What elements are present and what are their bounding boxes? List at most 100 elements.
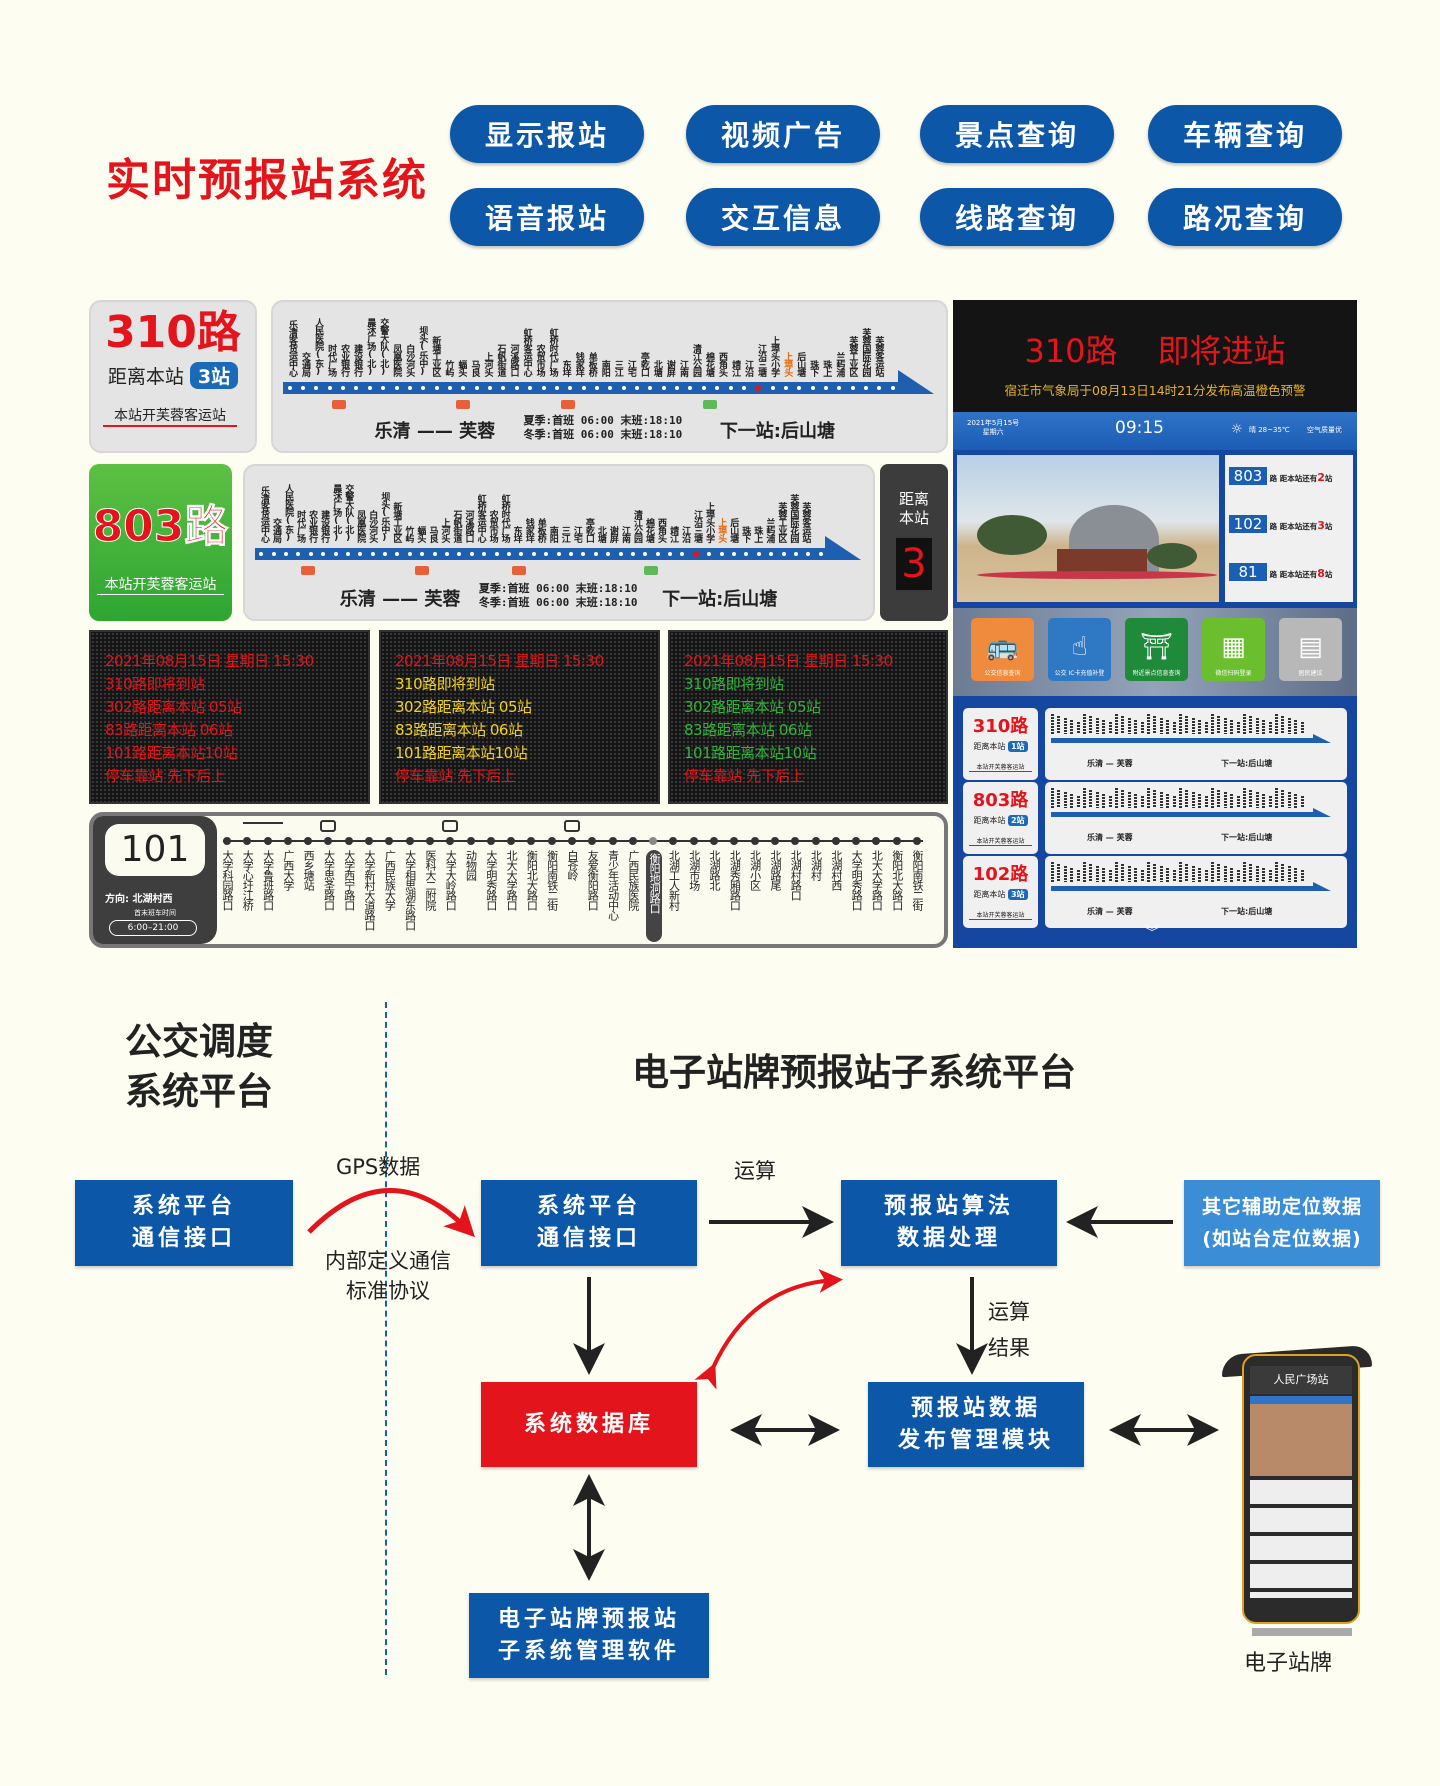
status-bar: 2021年5月15号星期六 09:15 ☼ 晴 28~35℃ 空气质量优	[953, 412, 1357, 450]
station-name: 三江	[559, 525, 570, 542]
station-name: 新塘工业区	[430, 336, 441, 377]
station-name: 上埠头	[782, 352, 793, 377]
station-dot	[890, 386, 895, 391]
station-dot	[680, 552, 685, 557]
route-badge: 102	[1229, 515, 1267, 533]
scenic-photo	[957, 455, 1219, 602]
kiosk-station-name: 人民广场站	[1250, 1366, 1352, 1394]
station-name: 芙蓉国际花园	[860, 328, 871, 377]
feedback-arrow	[694, 1268, 843, 1390]
station-dot	[223, 837, 231, 845]
station-name: 人民医院(东)	[283, 483, 294, 542]
air-quality: 空气质量优	[1307, 426, 1342, 434]
date: 2021年5月15号	[967, 419, 1020, 427]
station-name: 广西民族大学	[383, 850, 397, 910]
nav-traffic-query-button[interactable]: 路况查询	[1148, 188, 1342, 246]
kiosk-label: 电子站牌	[1244, 1651, 1333, 1676]
scroll-down-icon[interactable]: ︾	[1145, 925, 1159, 941]
station-name: 北湖路尾	[768, 850, 782, 890]
station-name: 江沿	[743, 360, 754, 377]
station-dot	[806, 552, 811, 557]
nav-interactive-info-button[interactable]: 交互信息	[686, 188, 880, 246]
station-name: 大学新村大道路口	[363, 850, 377, 930]
tile-label: 公交信息查询	[984, 670, 1021, 677]
title-line: 公交调度	[125, 1020, 273, 1063]
station-dot	[544, 552, 549, 557]
station-name: 江宅	[625, 360, 636, 377]
page-title: 实时预报站系统	[106, 155, 428, 206]
bus-position-icon	[300, 566, 315, 576]
station-name: 芙蓉工业区	[776, 501, 787, 542]
station-dot	[469, 552, 474, 557]
station-dot	[621, 386, 626, 391]
distance-title: 距离本站	[898, 490, 929, 527]
compute-label: 运算	[734, 1159, 776, 1183]
arrival-row: 81 路 距本站还有8站	[1229, 563, 1332, 581]
bus-position-icon	[560, 400, 575, 410]
station-name: 建设银行	[319, 509, 330, 542]
station-name: 时代广场	[326, 344, 337, 377]
nav-vehicle-query-button[interactable]: 车辆查询	[1148, 105, 1342, 163]
station-name: 北湖路北	[708, 850, 722, 890]
station-name: 马良	[469, 360, 480, 377]
station-name: 马良	[427, 525, 438, 542]
service-tile-2[interactable]: ⛩附近景点信息查询	[1125, 618, 1188, 681]
station-dot	[568, 552, 573, 557]
station-dot	[507, 837, 516, 845]
station-dot	[507, 552, 511, 557]
result-label: 运算结果	[988, 1300, 1030, 1360]
station-name: 北湖工人新村	[667, 850, 681, 910]
station-dot	[283, 837, 292, 845]
service-tile-1[interactable]: ☝公交 IC卡充值补登	[1048, 618, 1111, 681]
nav-display-announce-button[interactable]: 显示报站	[450, 105, 644, 163]
service-tile-3[interactable]: ▦微信扫码登录	[1202, 618, 1265, 681]
station-dot	[474, 386, 479, 391]
led-line: 2021年08月15日 星期日 15:30	[684, 652, 893, 670]
station-name: 北湖秀厢路口	[728, 850, 742, 910]
station-name: 江沿三塘	[756, 344, 767, 377]
nav-scenic-query-button[interactable]: 景点查询	[920, 105, 1114, 163]
station-dot	[283, 552, 288, 557]
nav-route-query-button[interactable]: 线路查询	[920, 188, 1114, 246]
station-list: 乐清客货运中心交通局人民医院(东)时代广场农业银行建设银行晨沐广场(北)交警大队…	[287, 312, 884, 376]
tile-label: 微信扫码登录	[1215, 670, 1252, 677]
service-tile-4[interactable]: ▤居民建议	[1279, 618, 1342, 681]
temple-icon: ⛩	[1139, 632, 1173, 662]
station-dot	[793, 552, 798, 557]
nav-video-ad-button[interactable]: 视频广告	[686, 105, 880, 163]
station-name: 广西民族医院	[626, 850, 640, 910]
station-dot	[750, 837, 759, 845]
station-dot	[421, 386, 426, 391]
arrival-row: 102 路 距本站还有3站	[1229, 515, 1332, 533]
station-name: 单板桥	[586, 352, 597, 377]
station-dot	[556, 552, 561, 557]
service-tile-0[interactable]: 🚌公交信息查询	[971, 618, 1034, 681]
station-dot	[344, 837, 353, 845]
bus-position-icon	[455, 400, 470, 410]
station-name: 棉花塘	[644, 517, 654, 542]
station-dot	[528, 386, 533, 391]
station-name: 大学明秀路口	[484, 850, 498, 910]
station-name: 北塘	[595, 525, 606, 542]
station-name: 清江公园	[690, 344, 701, 377]
tile-label: 居民建议	[1298, 670, 1323, 677]
bus-position-icon	[702, 400, 717, 410]
station-dot	[669, 837, 678, 845]
box-algorithm: 预报站算法数据处理	[841, 1180, 1057, 1266]
station-name: 亭乾口	[583, 517, 594, 542]
protocol-label: 内部定义通信标准协议	[325, 1249, 451, 1303]
station-dot	[358, 552, 363, 557]
station-dot	[581, 386, 586, 391]
station-dot	[732, 552, 737, 557]
box-aux-positioning: 其它辅助定位数据(如站台定位数据)	[1184, 1180, 1380, 1266]
e-stop-sign-kiosk: 人民广场站	[1222, 1340, 1372, 1638]
route-badge: 803	[1229, 467, 1267, 485]
subsystem-title: 电子站牌预报站子系统平台	[632, 1051, 1076, 1094]
station-name: 大学鲁班路口	[261, 850, 275, 910]
nav-voice-announce-button[interactable]: 语音报站	[450, 188, 644, 246]
led-line: 83路距离本站 06站	[105, 721, 233, 739]
box-database: 系统数据库	[481, 1382, 697, 1467]
station-dot	[420, 552, 425, 557]
station-name: 珠上	[752, 525, 763, 542]
next-stop: 下一站:后山塘	[719, 421, 836, 442]
